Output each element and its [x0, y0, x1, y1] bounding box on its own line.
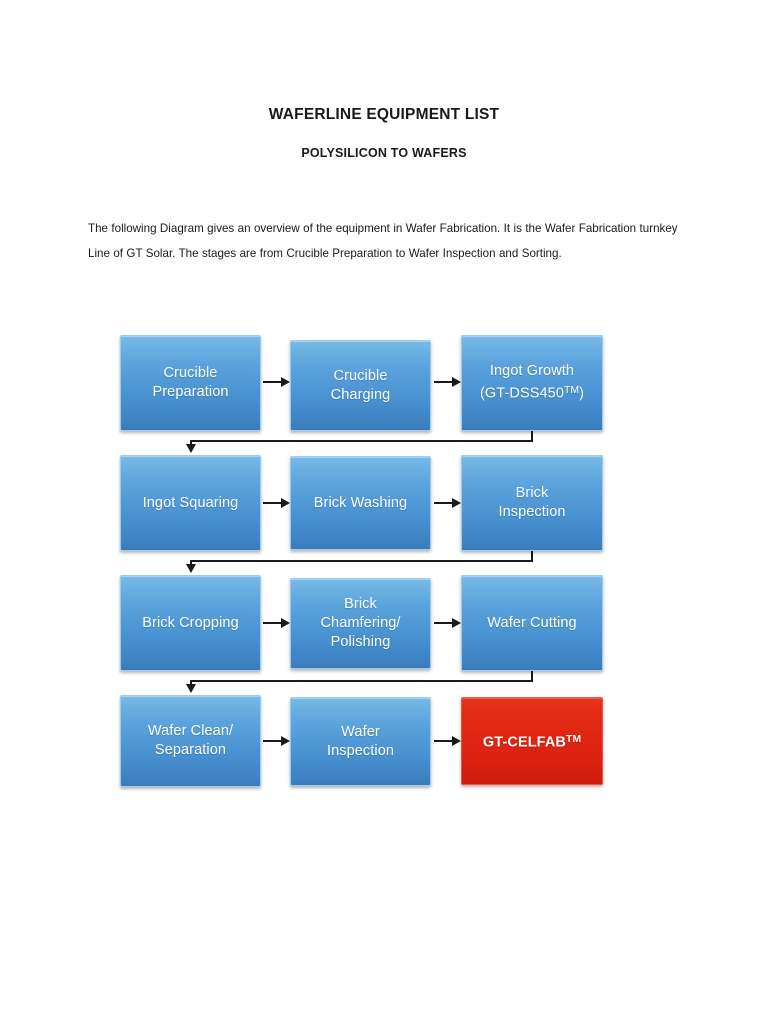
- page-subtitle: POLYSILICON TO WAFERS: [301, 146, 467, 160]
- flow-connector-row1-to-row2: [190, 440, 533, 442]
- flow-arrow-brick-washing-to-brick-inspection: [434, 498, 461, 508]
- flow-connector-row3-drop: [531, 671, 533, 682]
- flow-arrow-brick-chamfering-to-wafer-cutting: [434, 618, 461, 628]
- flow-node-label: Brick Washing: [313, 494, 408, 511]
- flow-node-ingot-growth[interactable]: Ingot Growth (GT-DSS450TM): [461, 335, 603, 431]
- flow-node-label: Brick Cropping: [142, 614, 239, 631]
- flow-node-label-main: GT-CELFAB: [482, 734, 566, 751]
- flow-arrow-brick-cropping-to-brick-chamfering: [263, 618, 290, 628]
- flow-node-wafer-cutting[interactable]: Wafer Cutting: [461, 575, 603, 671]
- flow-connector-row4-entry: [190, 680, 192, 687]
- flow-node-label: Crucible Preparation: [152, 365, 229, 400]
- flow-arrow-wafer-clean-to-wafer-inspection: [263, 736, 290, 746]
- flow-node-brick-cropping[interactable]: Brick Cropping: [120, 575, 261, 671]
- flow-node-brick-washing[interactable]: Brick Washing: [290, 456, 431, 550]
- intro-paragraph: The following Diagram gives an overview …: [88, 221, 678, 260]
- flow-connector-row3-entry: [190, 560, 192, 567]
- flow-arrow-crucible-charging-to-ingot-growth: [434, 377, 461, 387]
- flow-node-label: Wafer Clean/ Separation: [147, 723, 234, 758]
- trademark-symbol: TM: [566, 733, 582, 745]
- trademark-symbol: TM: [563, 385, 580, 397]
- flow-connector-row2-drop: [531, 551, 533, 562]
- flow-arrow-crucible-preparation-to-crucible-charging: [263, 377, 290, 387]
- flow-node-label-line2-end: ): [579, 385, 584, 402]
- flow-node-brick-chamfering-polishing[interactable]: Brick Chamfering/ Polishing: [290, 578, 431, 669]
- flow-node-label-line2: (GT-DSS450: [479, 385, 564, 402]
- flow-node-ingot-squaring[interactable]: Ingot Squaring: [120, 455, 261, 551]
- flow-node-label: Wafer Inspection: [326, 723, 395, 759]
- flow-node-crucible-preparation[interactable]: Crucible Preparation: [120, 335, 261, 431]
- flow-node-brick-inspection[interactable]: Brick Inspection: [461, 455, 603, 551]
- flow-node-label: Ingot Squaring: [142, 494, 239, 511]
- flow-arrowhead-row2: [186, 444, 196, 453]
- flow-node-label: Brick Inspection: [498, 485, 566, 520]
- flow-arrowhead-row3: [186, 564, 196, 573]
- flow-connector-row1-drop: [531, 431, 533, 442]
- flow-node-label: Ingot Growth (GT-DSS450TM): [474, 362, 590, 403]
- flow-node-label: GT-CELFABTM: [477, 730, 587, 752]
- flow-node-wafer-inspection[interactable]: Wafer Inspection: [290, 697, 431, 786]
- flow-node-label-line1: Ingot Growth: [489, 363, 575, 380]
- flow-arrow-ingot-squaring-to-brick-washing: [263, 498, 290, 508]
- flow-node-label: Crucible Charging: [330, 367, 391, 403]
- flow-arrow-wafer-inspection-to-gt-celfab: [434, 736, 461, 746]
- flow-node-label: Wafer Cutting: [487, 614, 577, 631]
- page-title: WAFERLINE EQUIPMENT LIST: [268, 106, 500, 123]
- flow-arrowhead-row4: [186, 684, 196, 693]
- flow-node-wafer-clean-separation[interactable]: Wafer Clean/ Separation: [120, 695, 261, 787]
- flow-connector-row3-to-row4: [190, 680, 533, 682]
- flow-connector-row2-to-row3: [190, 560, 533, 562]
- flow-node-gt-celfab[interactable]: GT-CELFABTM: [461, 697, 603, 785]
- flow-node-crucible-charging[interactable]: Crucible Charging: [290, 340, 431, 431]
- flow-connector-row2-entry: [190, 440, 192, 447]
- flow-node-label: Brick Chamfering/ Polishing: [320, 596, 401, 650]
